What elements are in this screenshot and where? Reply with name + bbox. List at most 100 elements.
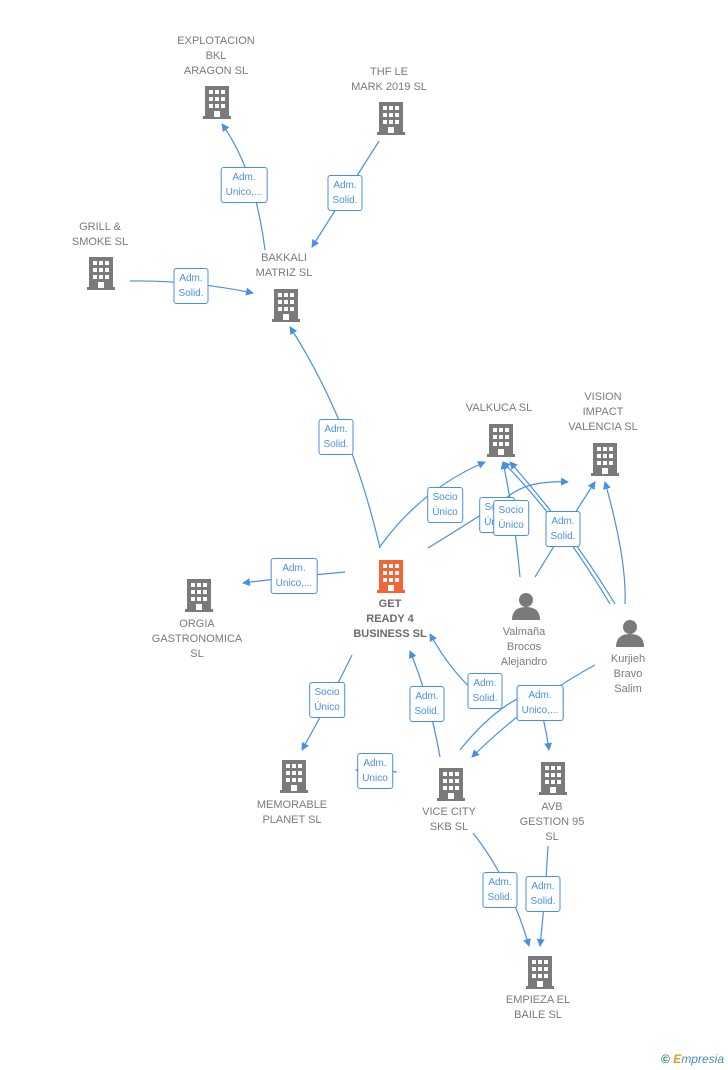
person-icon[interactable] bbox=[616, 620, 644, 647]
relation-label-line: Adm. bbox=[324, 424, 348, 435]
node-label-line: VALKUCA SL bbox=[465, 402, 533, 414]
relation-label-line: Unico,... bbox=[521, 705, 559, 716]
relation-label-line: Socio bbox=[314, 687, 340, 698]
relation-label-line: Solid. bbox=[332, 195, 358, 206]
company-building-icon[interactable] bbox=[272, 289, 300, 322]
relation-label-line: Solid. bbox=[530, 896, 556, 907]
node-label-line: MEMORABLE bbox=[256, 799, 328, 811]
relation-label[interactable]: Adm. Unico,... bbox=[270, 558, 318, 594]
relation-label-line: Adm. bbox=[488, 877, 512, 888]
relation-label[interactable]: Adm. Unico,... bbox=[220, 167, 268, 203]
node-label-line: VISION bbox=[584, 391, 622, 403]
node-label-line: Kurjieh bbox=[610, 653, 646, 665]
relation-label-line: Socio bbox=[432, 492, 458, 503]
node-label-line: AVB bbox=[541, 801, 563, 813]
node-label-line: VICE CITY bbox=[422, 806, 476, 818]
relation-label-line: Adm. bbox=[363, 758, 387, 769]
node-label-line: MARK 2019 SL bbox=[351, 81, 427, 93]
node-label-line: PLANET SL bbox=[262, 814, 322, 826]
company-building-icon[interactable] bbox=[437, 768, 465, 801]
node-label-line: SL bbox=[190, 648, 204, 660]
relation-label-line: Solid. bbox=[550, 531, 576, 542]
person-icon[interactable] bbox=[512, 593, 540, 620]
footer-brand: © Empresia bbox=[661, 1052, 724, 1066]
relation-label-line: Adm. bbox=[528, 690, 552, 701]
node-label-line: GET bbox=[378, 598, 402, 610]
node-label-line: EMPIEZA EL bbox=[505, 994, 571, 1006]
company-building-icon[interactable] bbox=[377, 560, 405, 593]
relation-label-line: Solid. bbox=[414, 706, 440, 717]
node-label-line: READY 4 bbox=[366, 613, 414, 625]
relation-label-line: Solid. bbox=[472, 693, 498, 704]
node-label-line: SL bbox=[545, 831, 559, 843]
relation-label-line: Unico,... bbox=[275, 578, 313, 589]
relation-label-line: Adm. bbox=[333, 180, 357, 191]
node-label-grill[interactable]: GRILL & SMOKE SL bbox=[72, 220, 128, 250]
relation-label-line: Adm. bbox=[282, 563, 306, 574]
node-label-line: SMOKE SL bbox=[71, 236, 129, 248]
company-building-icon[interactable] bbox=[377, 102, 405, 135]
node-label-line: Brocos bbox=[506, 641, 542, 653]
relation-edge-extra bbox=[603, 481, 626, 605]
node-label-bakkali[interactable]: BAKKALI MATRIZ SL bbox=[256, 251, 313, 281]
node-label-avb[interactable]: AVB GESTION 95 SL bbox=[520, 800, 585, 845]
company-building-icon[interactable] bbox=[539, 762, 567, 795]
relation-label[interactable]: Adm. Solid. bbox=[525, 876, 561, 912]
relation-label-line: Adm. bbox=[179, 273, 203, 284]
relation-label-line: Adm. bbox=[531, 881, 555, 892]
relation-label-line: Unico,... bbox=[225, 187, 263, 198]
node-label-line: BUSINESS SL bbox=[353, 628, 427, 640]
company-building-icon[interactable] bbox=[185, 579, 213, 612]
node-label-line: GESTION 95 bbox=[519, 816, 585, 828]
relation-label[interactable]: Adm. Solid. bbox=[327, 175, 363, 211]
node-label-thf[interactable]: THF LE MARK 2019 SL bbox=[351, 65, 427, 95]
brand-initial: E bbox=[673, 1052, 682, 1066]
node-label-line: ORGIA bbox=[179, 618, 215, 630]
company-building-icon[interactable] bbox=[87, 257, 115, 290]
company-building-icon[interactable] bbox=[591, 443, 619, 476]
company-building-icon[interactable] bbox=[526, 956, 554, 989]
relation-label[interactable]: Adm. Solid. bbox=[318, 419, 354, 455]
relation-label-line: Solid. bbox=[323, 439, 349, 450]
node-label-line: EXPLOTACION bbox=[177, 35, 255, 47]
relation-label[interactable]: Adm.Solid. bbox=[409, 686, 445, 722]
relation-label-line: Único bbox=[498, 520, 524, 531]
node-label-line: BKL bbox=[205, 50, 227, 62]
company-building-icon[interactable] bbox=[487, 424, 515, 457]
brand-name: mpresia bbox=[681, 1052, 724, 1066]
relation-edge bbox=[378, 461, 486, 549]
node-label-line: Salim bbox=[614, 683, 642, 695]
node-label-getready[interactable]: GET READY 4 BUSINESS SL bbox=[353, 597, 426, 642]
relation-label[interactable]: Adm. Solid. bbox=[467, 673, 503, 709]
node-label-valkuca[interactable]: VALKUCA SL bbox=[466, 401, 532, 416]
node-label-line: BAKKALI bbox=[261, 252, 307, 264]
relation-label[interactable]: Adm.Solid. bbox=[173, 268, 209, 304]
node-label-line: VALENCIA SL bbox=[568, 421, 638, 433]
node-label-line: MATRIZ SL bbox=[255, 267, 313, 279]
relation-label[interactable]: Adm.Unico bbox=[357, 753, 393, 789]
copyright-symbol: © bbox=[661, 1052, 670, 1066]
node-label-line: THF LE bbox=[370, 66, 408, 78]
company-building-icon[interactable] bbox=[203, 86, 231, 119]
node-label-line: Bravo bbox=[613, 668, 643, 680]
node-label-memorable[interactable]: MEMORABLE PLANET SL bbox=[257, 798, 327, 828]
relation-label-line: Socio bbox=[498, 505, 524, 516]
relation-label[interactable]: Adm.Solid. bbox=[482, 872, 518, 908]
relation-label-line: Adm. bbox=[232, 172, 256, 183]
relation-label-line: Adm. bbox=[473, 678, 497, 689]
relation-label[interactable]: Adm. Unico,... bbox=[516, 685, 564, 721]
company-building-icon[interactable] bbox=[280, 760, 308, 793]
relation-label[interactable]: Adm.Solid. bbox=[545, 511, 581, 547]
node-label-line: GRILL & bbox=[79, 221, 121, 233]
